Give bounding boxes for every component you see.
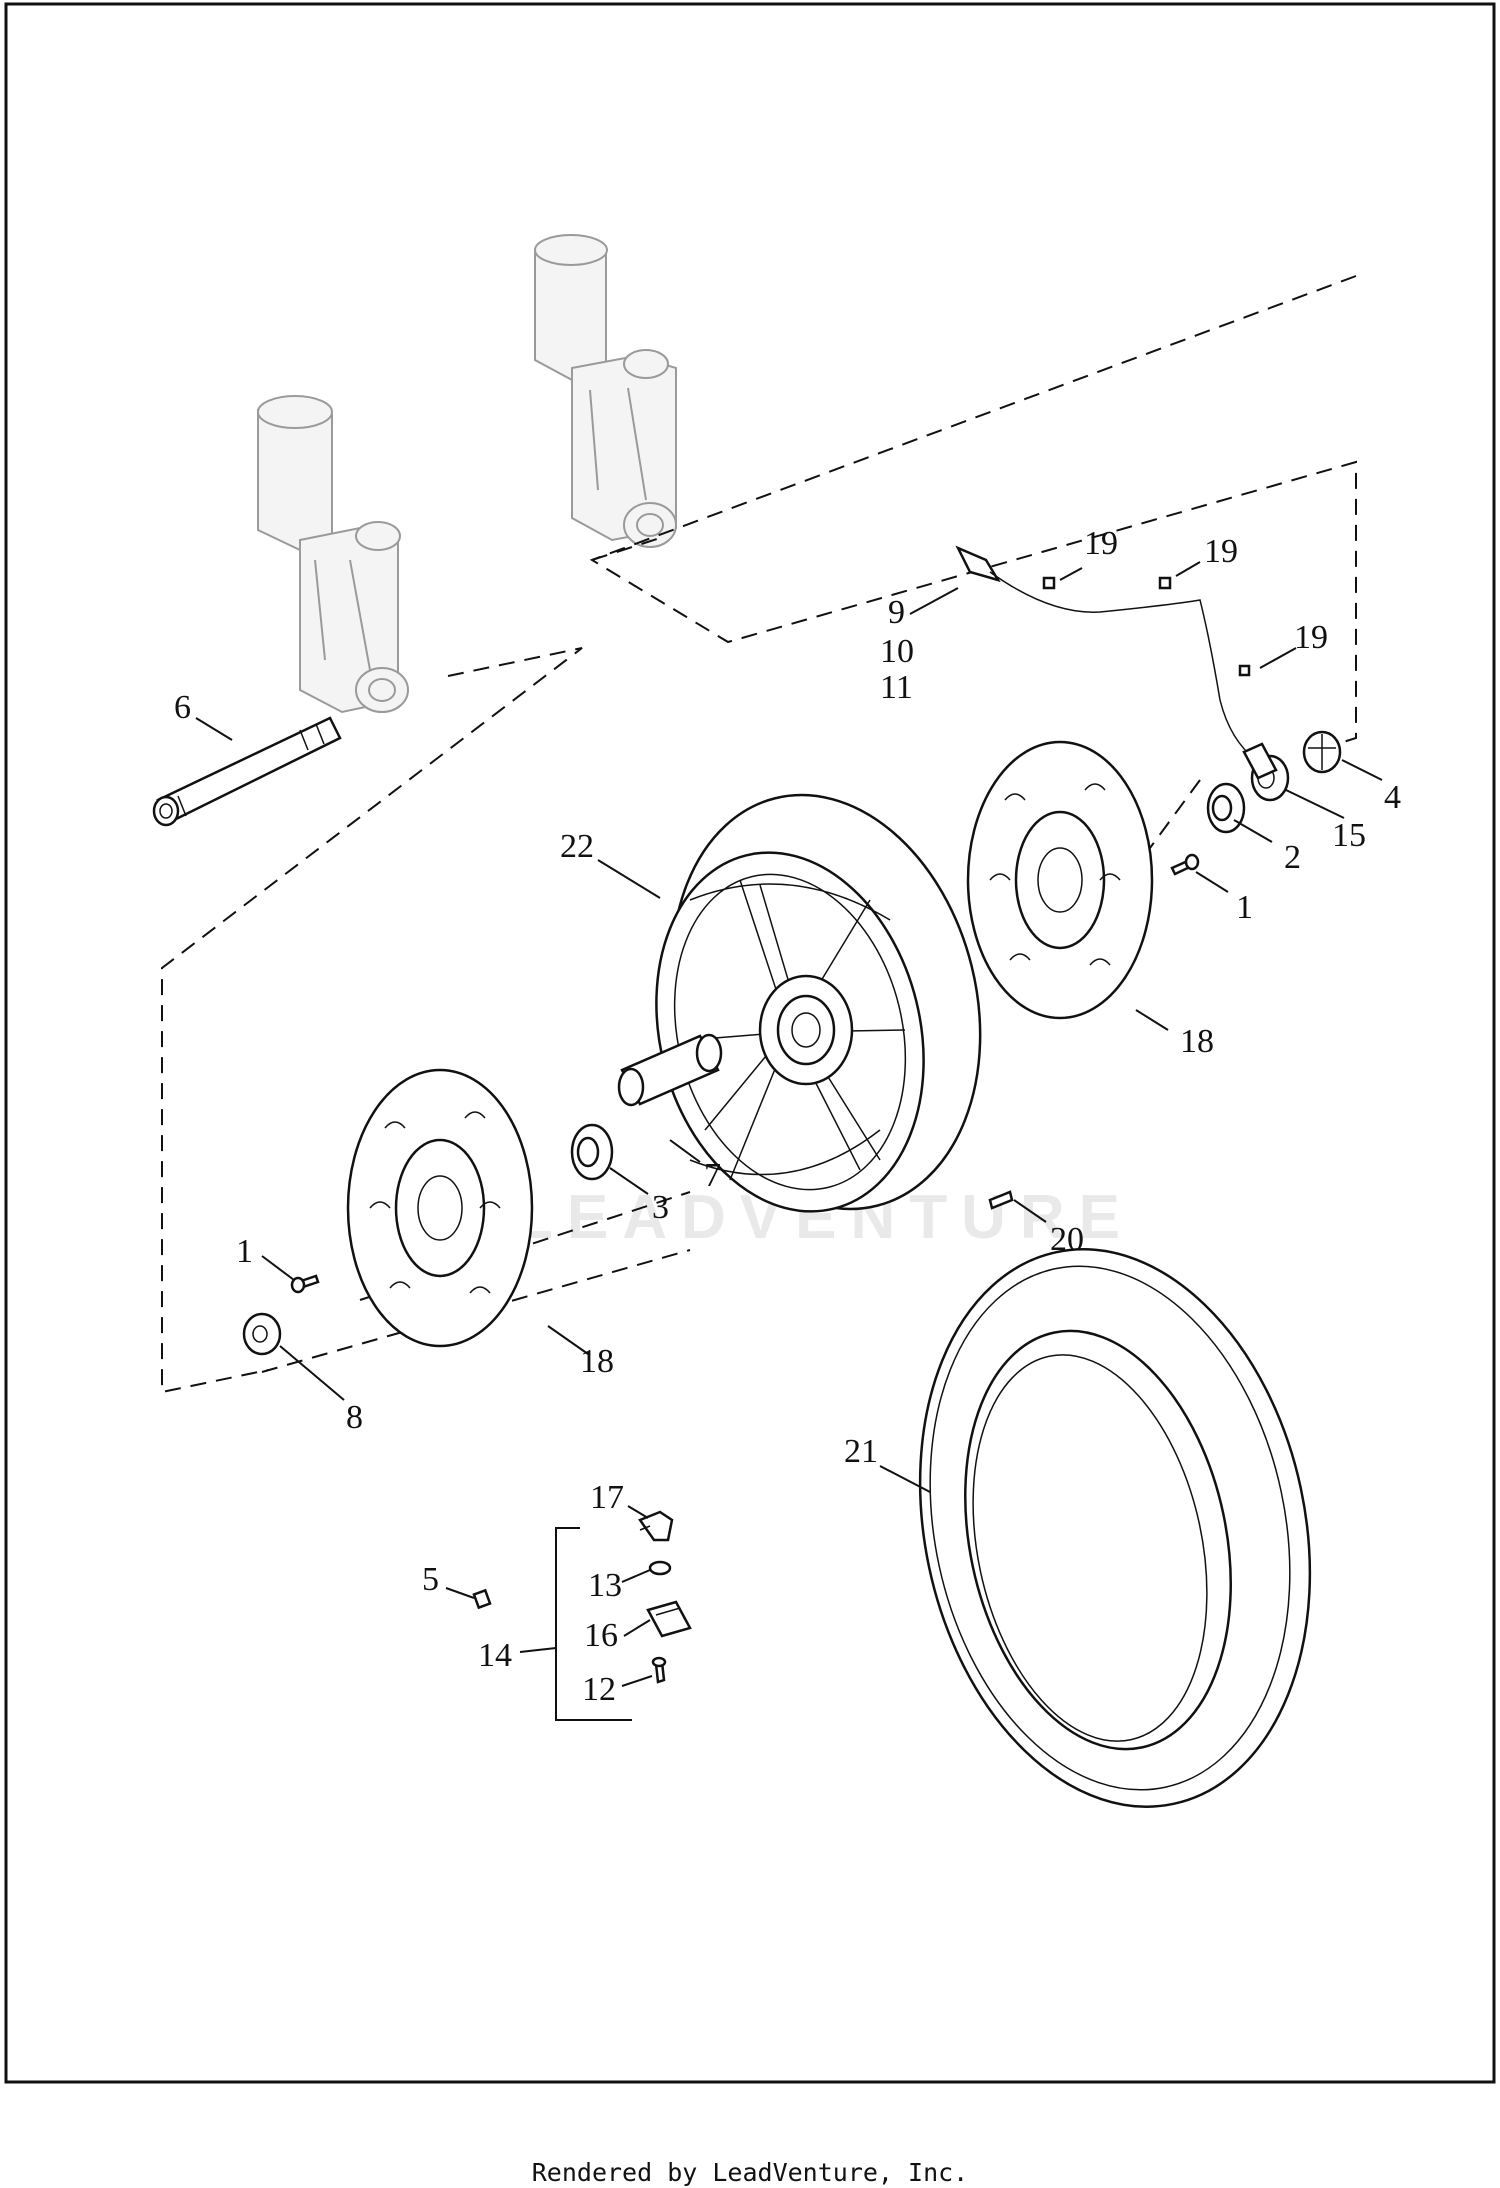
front-wheel-rim <box>655 793 982 1213</box>
cable-clip-1 <box>1042 576 1056 590</box>
callout-17: 17 <box>590 1479 624 1516</box>
left-brake-rotor <box>346 1068 534 1348</box>
axle-spacer-cap <box>1302 730 1342 774</box>
front-axle <box>152 716 342 827</box>
valve-stem <box>988 1190 1014 1210</box>
front-tire <box>918 1248 1312 1808</box>
cable-clip-2 <box>1158 576 1172 590</box>
callout-2: 2 <box>1284 839 1301 876</box>
callout-18-right: 18 <box>1180 1023 1214 1060</box>
callout-21: 21 <box>844 1433 878 1470</box>
callout-8: 8 <box>346 1399 363 1436</box>
right-fork-leg <box>534 234 677 548</box>
callout-15: 15 <box>1332 817 1366 854</box>
callout-13: 13 <box>588 1567 622 1604</box>
right-wheel-bearing <box>1206 782 1246 834</box>
leader-lines <box>195 561 1383 1687</box>
cable-clip-3 <box>1238 664 1251 677</box>
left-axle-spacer <box>242 1312 282 1356</box>
tpms-screw <box>651 1656 667 1684</box>
callout-19-c: 19 <box>1294 619 1328 656</box>
callout-12: 12 <box>582 1671 616 1708</box>
tpms-valve-cap <box>472 1588 492 1610</box>
callout-18-left: 18 <box>580 1343 614 1380</box>
callout-19-b: 19 <box>1204 533 1238 570</box>
callout-11: 11 <box>880 669 913 706</box>
diagram-frame <box>4 2 1496 2084</box>
callout-3: 3 <box>652 1189 669 1226</box>
footer-credit: Rendered by LeadVenture, Inc. <box>531 2158 969 2187</box>
callout-20: 20 <box>1050 1221 1084 1258</box>
left-fork-leg <box>257 395 409 714</box>
tpms-grommet <box>648 1560 672 1576</box>
wheel-speed-sensor-harness <box>955 545 1278 780</box>
callout-5: 5 <box>422 1561 439 1598</box>
tpms-kit-bracket <box>555 1527 632 1721</box>
tpms-valve-stem <box>638 1510 674 1542</box>
callout-1-left: 1 <box>236 1233 253 1270</box>
callout-14: 14 <box>478 1637 512 1674</box>
left-wheel-bearing <box>570 1123 614 1181</box>
right-brake-rotor <box>966 740 1154 1020</box>
right-rotor-bolt <box>1170 853 1200 876</box>
callout-7: 7 <box>704 1157 721 1194</box>
callout-19-a: 19 <box>1084 525 1118 562</box>
callout-4: 4 <box>1384 779 1401 816</box>
callout-9: 9 <box>888 594 905 631</box>
callout-16: 16 <box>584 1617 618 1654</box>
callout-22: 22 <box>560 828 594 865</box>
callout-10: 10 <box>880 633 914 670</box>
left-rotor-bolt <box>290 1274 320 1294</box>
tpms-sensor-body <box>646 1600 692 1638</box>
callout-6: 6 <box>174 689 191 726</box>
callout-labels: 6 22 9 10 11 19 19 19 4 15 2 1 18 7 3 20… <box>174 525 1401 1708</box>
wheel-spacer <box>617 1033 723 1107</box>
callout-1-right: 1 <box>1236 889 1253 926</box>
